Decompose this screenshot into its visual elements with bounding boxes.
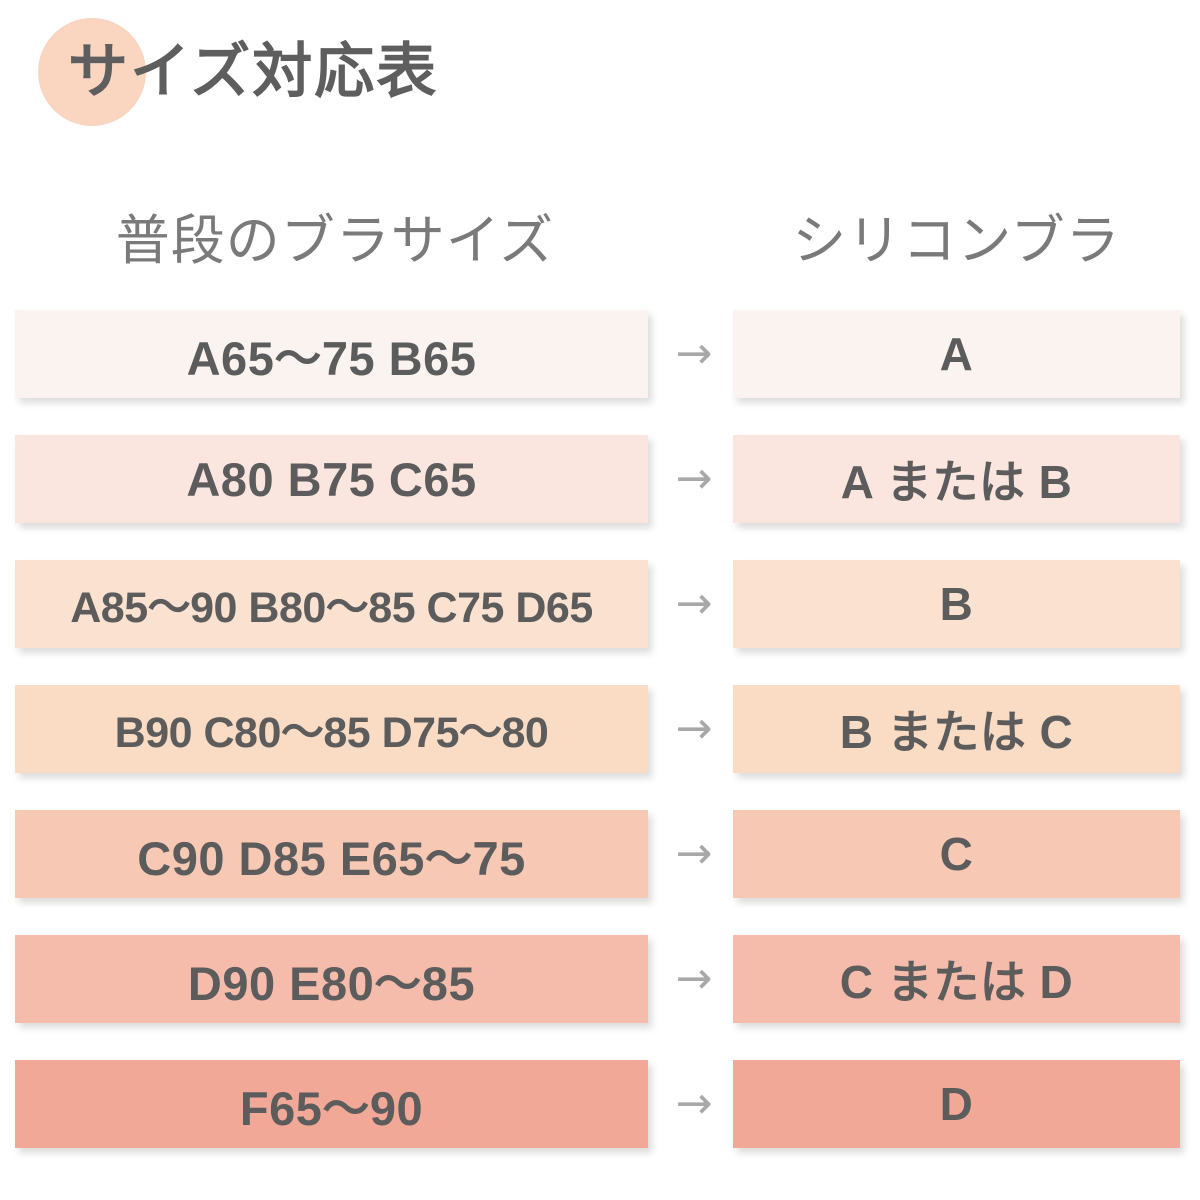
- arrow-icon: →: [675, 828, 713, 879]
- title-block: サイズ対応表: [0, 0, 1200, 150]
- silicone-size-cell: A: [733, 310, 1180, 398]
- table-row: A80 B75 C65 → A または B: [0, 435, 1200, 560]
- usual-size-text: C90 D85 E65〜75: [137, 831, 526, 885]
- arrow-icon: →: [675, 453, 713, 504]
- silicone-size-cell: B または C: [733, 685, 1180, 773]
- usual-size-cell: F65〜90: [15, 1060, 648, 1148]
- size-conversion-table: A65〜75 B65 → A A80 B75 C65 → A または B A85…: [0, 310, 1200, 1185]
- silicone-size-cell: D: [733, 1060, 1180, 1148]
- arrow-icon: →: [675, 1078, 713, 1129]
- table-row: C90 D85 E65〜75 → C: [0, 810, 1200, 935]
- usual-size-text: D90 E80〜85: [187, 956, 476, 1010]
- silicone-size-text: B または C: [839, 706, 1074, 758]
- table-row: D90 E80〜85 → C または D: [0, 935, 1200, 1060]
- usual-size-cell: C90 D85 E65〜75: [15, 810, 648, 898]
- arrow-icon: →: [675, 578, 713, 629]
- arrow-icon: →: [675, 328, 713, 379]
- usual-size-text: A85〜90 B80〜85 C75 D65: [70, 584, 593, 632]
- silicone-size-cell: A または B: [733, 435, 1180, 523]
- usual-size-text: A65〜75 B65: [186, 331, 477, 385]
- column-headers: 普段のブラサイズ シリコンブラ: [0, 196, 1200, 292]
- usual-size-text: A80 B75 C65: [186, 452, 477, 506]
- silicone-size-text: B: [939, 578, 974, 630]
- usual-size-cell: A85〜90 B80〜85 C75 D65: [15, 560, 648, 648]
- silicone-size-cell: C または D: [733, 935, 1180, 1023]
- usual-size-text: B90 C80〜85 D75〜80: [114, 709, 549, 757]
- column-header-silicone-bra: シリコンブラ: [792, 211, 1121, 271]
- silicone-size-text: A: [939, 328, 974, 380]
- arrow-icon: →: [675, 703, 713, 754]
- arrow-icon: →: [675, 953, 713, 1004]
- usual-size-cell: B90 C80〜85 D75〜80: [15, 685, 648, 773]
- usual-size-cell: D90 E80〜85: [15, 935, 648, 1023]
- table-row: A85〜90 B80〜85 C75 D65 → B: [0, 560, 1200, 685]
- title-accent-circle: [38, 18, 146, 126]
- silicone-size-text: A または B: [840, 456, 1073, 508]
- column-header-usual-bra-size: 普段のブラサイズ: [115, 211, 555, 271]
- table-row: B90 C80〜85 D75〜80 → B または C: [0, 685, 1200, 810]
- usual-size-cell: A65〜75 B65: [15, 310, 648, 398]
- page-title: サイズ対応表: [68, 38, 439, 105]
- table-row: A65〜75 B65 → A: [0, 310, 1200, 435]
- silicone-size-cell: B: [733, 560, 1180, 648]
- usual-size-cell: A80 B75 C65: [15, 435, 648, 523]
- usual-size-text: F65〜90: [239, 1081, 424, 1135]
- silicone-size-text: C: [939, 828, 974, 880]
- silicone-size-text: C または D: [839, 956, 1074, 1008]
- silicone-size-cell: C: [733, 810, 1180, 898]
- silicone-size-text: D: [939, 1078, 974, 1130]
- table-row: F65〜90 → D: [0, 1060, 1200, 1185]
